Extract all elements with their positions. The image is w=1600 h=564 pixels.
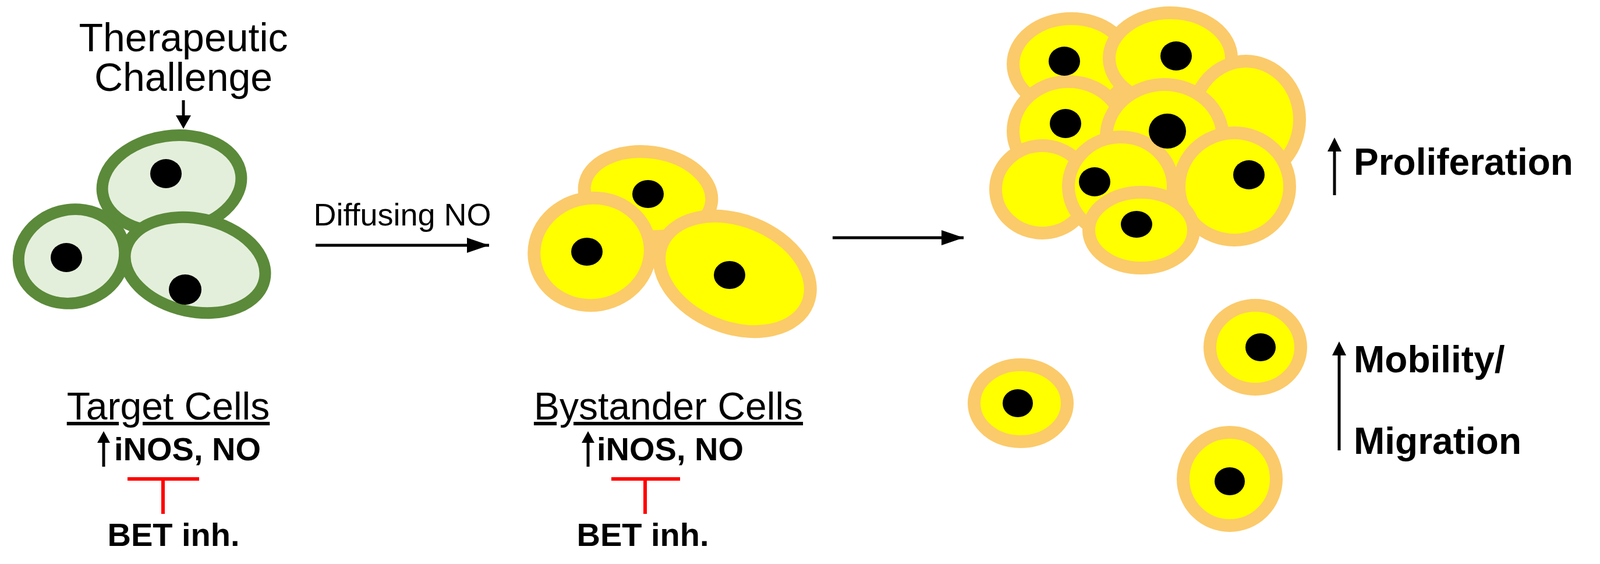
arrowhead: [1327, 137, 1342, 152]
target-cell: [115, 204, 275, 325]
inhibitor-label: BET inh.: [576, 518, 709, 551]
nucleus: [1002, 388, 1033, 417]
nucleus: [1048, 46, 1081, 76]
increase-arrowheads: [97, 137, 1347, 443]
increase-arrow: [586, 440, 590, 467]
inhibition-stem: [161, 478, 165, 514]
nucleus: [632, 179, 664, 208]
cell: [1209, 305, 1301, 389]
nucleus: [713, 260, 746, 289]
nucleus: [1233, 160, 1265, 190]
stimulus-label: Therapeutic Challenge: [55, 17, 312, 97]
inhibition-stem: [643, 478, 647, 514]
challenge-arrow: [182, 100, 186, 118]
increase-arrow: [102, 440, 106, 467]
nucleus: [50, 242, 83, 272]
migrating-cell-group: Mobility/ Migration: [966, 298, 1309, 534]
bystander-cell-cluster: Bystander Cells: [521, 140, 827, 342]
nucleus: [150, 158, 182, 189]
nucleus: [1160, 41, 1192, 71]
increase-arrows: [103, 149, 1340, 467]
bystander-cell: [525, 188, 660, 315]
proliferating-cell-cluster: Proliferation: [986, 4, 1309, 279]
cell: [974, 364, 1068, 442]
target-cells: [7, 126, 275, 326]
proliferating-cells: [995, 12, 1300, 268]
cell: [1088, 192, 1194, 268]
cell-group-label: Target Cells: [66, 384, 270, 429]
marker-label: iNOS, NO: [114, 432, 261, 466]
increase-arrow: [1337, 352, 1341, 451]
arrowhead: [1332, 341, 1347, 356]
arrowhead: [97, 430, 111, 443]
connector-arrow: [315, 243, 490, 247]
nucleus: [1214, 466, 1245, 495]
nucleus: [1148, 113, 1187, 149]
proliferating-nuclei: [1048, 41, 1265, 238]
nucleus: [1049, 108, 1082, 138]
challenge-arrowhead: [175, 115, 191, 129]
target-nuclei: [50, 158, 202, 305]
outcome-label: Proliferation: [1353, 139, 1574, 185]
outcome-label: Mobility/ Migration: [1353, 318, 1546, 482]
bystander-cells: [525, 143, 828, 353]
migrating-cells: [974, 305, 1301, 526]
nucleus: [571, 237, 603, 266]
increase-arrow: [1333, 149, 1337, 196]
nucleus: [168, 274, 202, 305]
nucleus: [1245, 333, 1276, 361]
cell-group-label: Bystander Cells: [533, 384, 803, 429]
migrating-nuclei: [1002, 333, 1276, 495]
connector-arrow: [832, 236, 964, 240]
nucleus: [1078, 167, 1111, 197]
cell: [1183, 432, 1277, 526]
edge-label: Diffusing NO: [309, 195, 495, 234]
nucleus: [1120, 210, 1153, 238]
inhibitor-label: BET inh.: [107, 518, 240, 551]
bystander-cell: [641, 194, 828, 353]
bystander-nuclei: [571, 179, 746, 289]
marker-label: iNOS, NO: [596, 432, 744, 466]
target-cell-cluster: Target Cells: [8, 125, 275, 320]
inhibition-symbols: [127, 478, 681, 514]
arrowhead: [581, 430, 595, 443]
